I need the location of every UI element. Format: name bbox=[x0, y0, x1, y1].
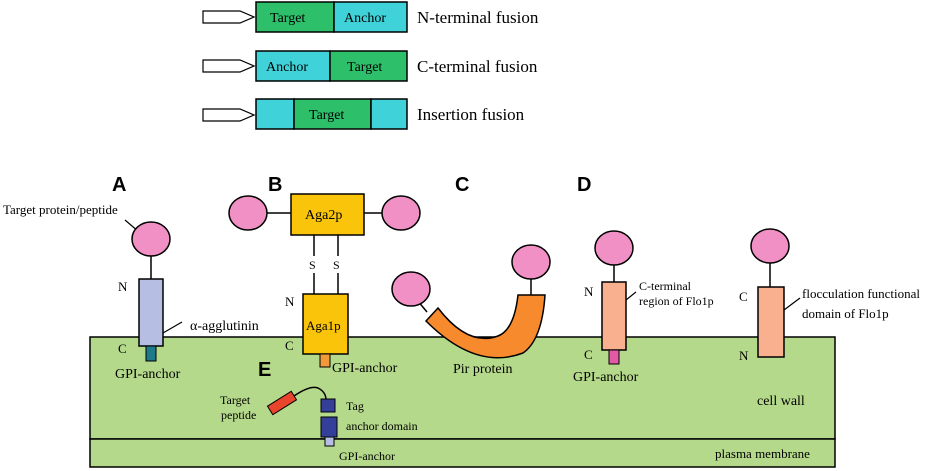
panel-a: A Target protein/peptide N C α-agglutini… bbox=[3, 174, 259, 382]
panel-d: D N C C-terminal region of Flo1p GPI-anc… bbox=[573, 174, 920, 385]
gpi-anchor-block bbox=[319, 353, 331, 368]
pir-protein-label: Pir protein bbox=[453, 362, 513, 377]
target-protein-circle bbox=[391, 271, 431, 307]
legend-row2-caption: C-terminal fusion bbox=[417, 57, 538, 76]
gpi-anchor-block bbox=[324, 436, 335, 447]
panel-a-anchor-label: α-agglutinin bbox=[190, 319, 259, 334]
panel-c-letter: C bbox=[455, 174, 469, 196]
panel-b-letter: B bbox=[268, 174, 282, 196]
legend-row1-target-block bbox=[255, 1, 335, 33]
panel-d-right-n-label: N bbox=[739, 348, 749, 363]
target-protein-circle bbox=[381, 195, 421, 231]
flo1p-cterm-block bbox=[601, 281, 627, 351]
plasma-membrane-layer bbox=[89, 438, 836, 468]
panel-a-letter: A bbox=[112, 174, 126, 196]
panel-d-right-c-label: C bbox=[739, 289, 748, 304]
panel-e-gpi-label: GPI-anchor bbox=[339, 449, 395, 463]
flocculation-domain-block bbox=[757, 286, 785, 358]
tag-label: Tag bbox=[346, 399, 364, 413]
tag-block bbox=[320, 398, 336, 413]
legend-row3-caption: Insertion fusion bbox=[417, 105, 525, 124]
arrow-icon bbox=[202, 10, 256, 24]
panel-d-letter: D bbox=[577, 174, 591, 196]
arrow-icon bbox=[202, 59, 256, 73]
cell-wall-layer bbox=[89, 336, 836, 440]
legend-row3-middle-label: Target bbox=[309, 108, 344, 123]
legend-row3-anchor-right-block bbox=[370, 98, 408, 130]
legend-row2-left-label: Anchor bbox=[266, 60, 308, 75]
flocculation-label-2: domain of Flo1p bbox=[802, 306, 889, 321]
panel-b: B Aga2p S S Aga1p N C GPI-anchor bbox=[228, 174, 421, 376]
panel-a-target-label: Target protein/peptide bbox=[3, 202, 118, 217]
aga1p-label: Aga1p bbox=[306, 318, 341, 333]
gpi-anchor-block bbox=[145, 345, 157, 362]
legend-row2-target-block bbox=[329, 50, 408, 82]
panel-d-left-c-label: C bbox=[584, 347, 593, 362]
legend-row3-anchor-left-block bbox=[255, 98, 295, 130]
panel-d-left-n-label: N bbox=[584, 284, 594, 299]
target-protein-circle bbox=[511, 244, 551, 280]
panel-e-letter: E bbox=[258, 359, 271, 381]
panel-a-c-label: C bbox=[118, 341, 127, 356]
aga2p-label: Aga2p bbox=[305, 208, 342, 223]
target-protein-circle bbox=[131, 221, 171, 257]
connector-line bbox=[162, 321, 183, 334]
target-protein-circle bbox=[228, 195, 268, 231]
flocculation-label-1: flocculation functional bbox=[802, 286, 920, 301]
aga1p-block bbox=[302, 293, 349, 355]
sulfur-label-2: S bbox=[333, 258, 340, 272]
panel-a-n-label: N bbox=[118, 279, 128, 294]
cell-wall-label: cell wall bbox=[757, 394, 805, 409]
sulfur-label-1: S bbox=[309, 258, 316, 272]
anchor-domain-label: anchor domain bbox=[346, 419, 418, 433]
panel-b-c-label: C bbox=[285, 338, 294, 353]
cterm-region-label-2: region of Flo1p bbox=[639, 294, 714, 308]
pir-protein-arc bbox=[424, 294, 546, 359]
connector-line bbox=[783, 297, 801, 311]
connector-line bbox=[625, 291, 637, 301]
anchor-domain-block bbox=[320, 416, 338, 438]
aga2p-block bbox=[290, 193, 365, 236]
linker-line bbox=[293, 386, 327, 401]
target-protein-circle bbox=[750, 228, 790, 264]
target-peptide-label-2: peptide bbox=[221, 408, 256, 422]
alpha-agglutinin-block bbox=[138, 278, 164, 347]
legend-row1-right-label: Anchor bbox=[344, 11, 386, 26]
arrow-icon bbox=[202, 108, 256, 122]
panel-a-gpi-label: GPI-anchor bbox=[115, 367, 181, 382]
legend-row1-anchor-block bbox=[333, 1, 408, 33]
gpi-anchor-block bbox=[608, 349, 620, 365]
legend-row1-caption: N-terminal fusion bbox=[417, 8, 539, 27]
panel-e: E Target peptide Tag anchor domain GPI-a… bbox=[220, 359, 418, 463]
panel-c: C Pir protein bbox=[391, 174, 551, 377]
panel-d-gpi-label: GPI-anchor bbox=[573, 370, 639, 385]
legend-row2-right-label: Target bbox=[347, 60, 382, 75]
cterm-region-label-1: C-terminal bbox=[639, 279, 692, 293]
plasma-membrane-label: plasma membrane bbox=[715, 446, 810, 461]
legend-row1-left-label: Target bbox=[270, 11, 305, 26]
target-peptide-label-1: Target bbox=[220, 393, 251, 407]
legend: Target Anchor N-terminal fusion Anchor T… bbox=[202, 1, 539, 130]
legend-row3-target-block bbox=[293, 98, 372, 130]
target-protein-circle bbox=[594, 230, 634, 266]
panel-b-n-label: N bbox=[285, 294, 295, 309]
panel-b-gpi-label: GPI-anchor bbox=[332, 361, 398, 376]
